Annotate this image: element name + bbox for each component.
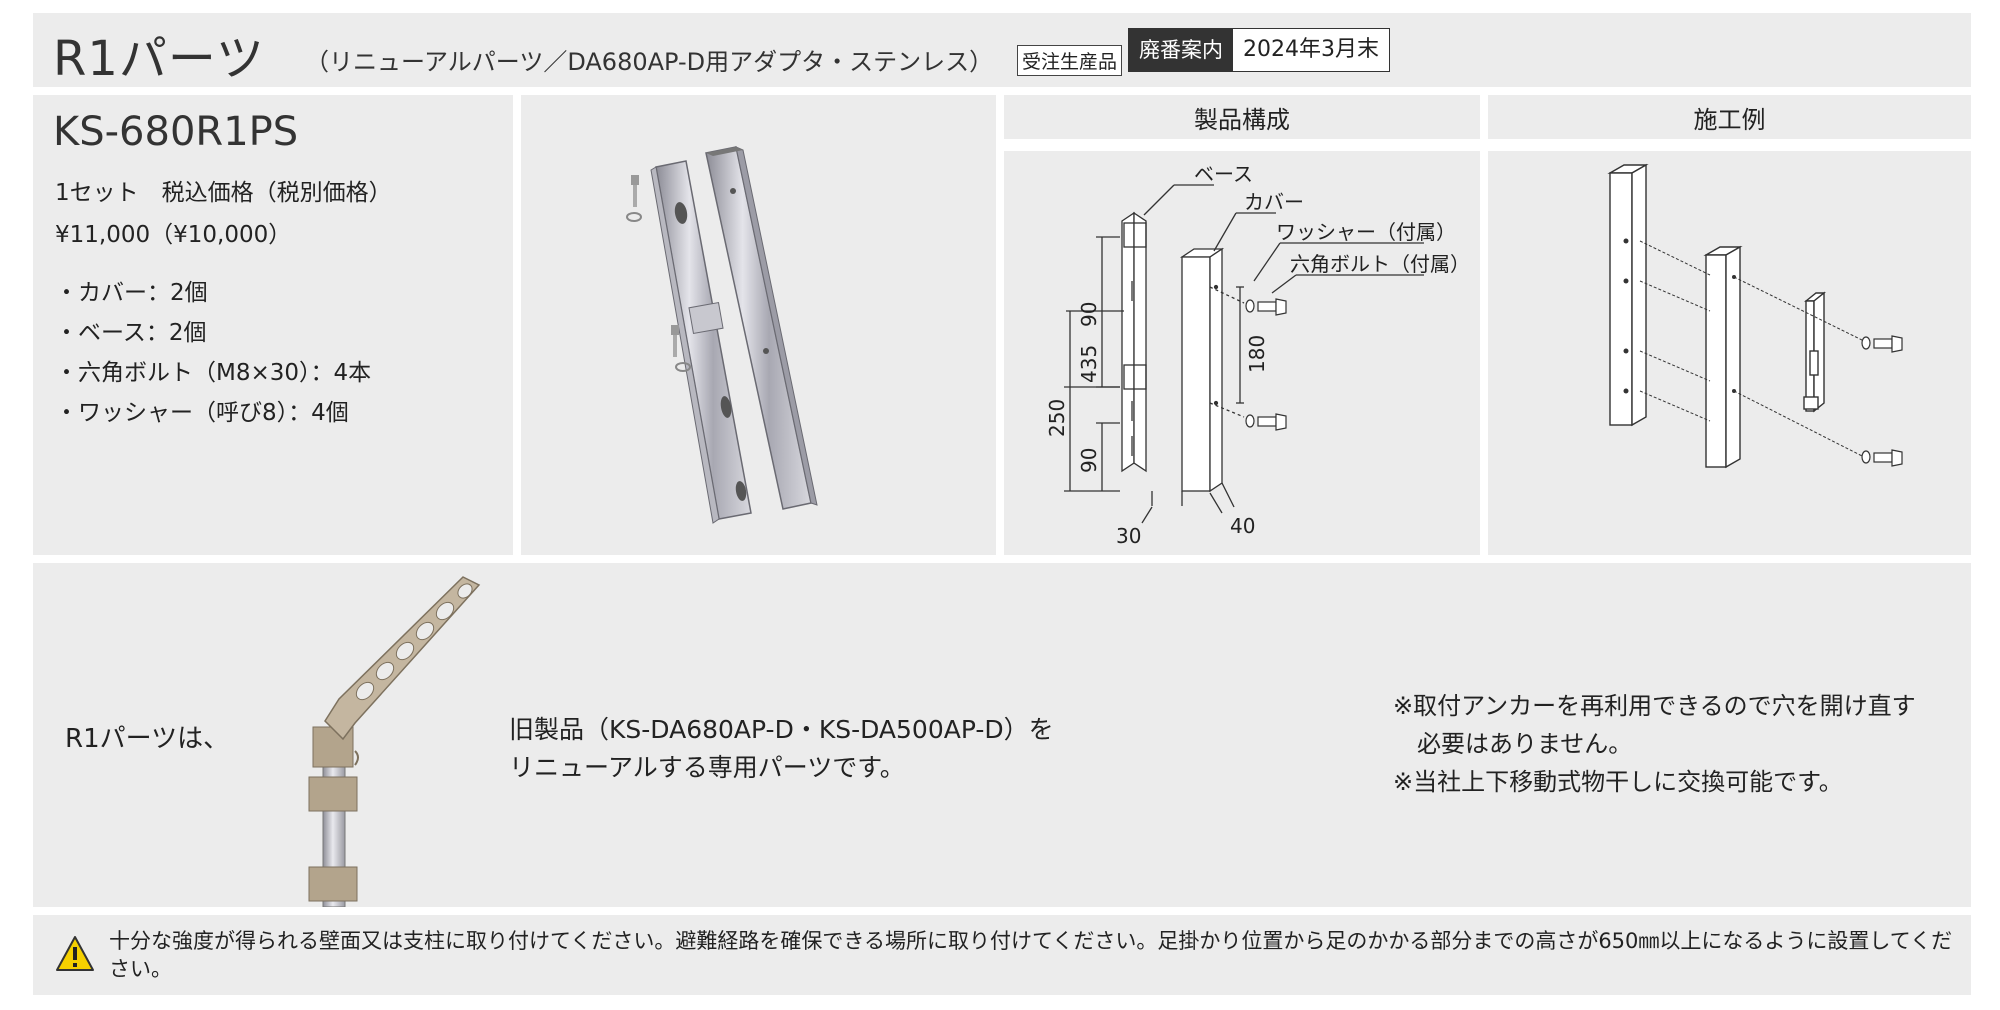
composition-heading: 製品構成 <box>1004 95 1480 145</box>
product-info-panel: KS-680R1PS 1セット 税込価格（税別価格） ¥11,000（¥10,0… <box>33 95 513 555</box>
intro-text: R1パーツは、 <box>65 724 230 754</box>
discontinued-date: 2024年3月末 <box>1233 29 1389 71</box>
price-label: 1セット 税込価格（税別価格） <box>55 180 392 206</box>
example-panel: 施工例 <box>1488 95 1971 555</box>
parts-list: ・カバー：2個 ・ベース：2個 ・六角ボルト（M8×30）：4本 ・ワッシャー（… <box>55 273 371 433</box>
bolt-icon <box>626 175 691 372</box>
warning-triangle-icon <box>56 936 94 971</box>
list-item: ・カバー：2個 <box>55 280 208 306</box>
composition-panel: 製品構成 <box>1004 95 1480 555</box>
label-washer: ワッシャー（付属） <box>1276 220 1456 244</box>
page-subtitle: （リニューアルパーツ／DA680AP-D用アダプタ・ステンレス） <box>305 48 994 76</box>
list-item: ・ワッシャー（呼び8）：4個 <box>55 400 349 426</box>
dim-90-top: 90 <box>1077 302 1101 327</box>
dim-40: 40 <box>1230 514 1255 538</box>
note-line: ※取付アンカーを再利用できるので穴を開け直す <box>1393 692 1916 720</box>
bolt-icon <box>1245 298 1287 431</box>
warning-band: 十分な強度が得られる壁面又は支柱に取り付けてください。避難経路を確保できる場所に… <box>33 915 1971 995</box>
bolt-icon <box>1861 335 1903 467</box>
description-band: R1パーツは、 旧製品（KS-DA680AP-D・KS-DA500AP-D）を <box>33 563 1971 907</box>
base-piece <box>650 160 752 524</box>
list-item: ・ベース：2個 <box>55 320 207 346</box>
composition-body: ベース カバー ワッシャー（付属） 六角ボルト（付属） 90 435 250 9… <box>1004 151 1480 555</box>
note-line: 必要はありません。 <box>1417 730 1633 758</box>
list-item: ・六角ボルト（M8×30）：4本 <box>55 360 372 386</box>
label-cover: カバー <box>1244 190 1304 214</box>
product-photo <box>626 146 818 524</box>
label-bolt: 六角ボルト（付属） <box>1290 252 1470 276</box>
composition-diagram: ベース カバー ワッシャー（付属） 六角ボルト（付属） 90 435 250 9… <box>1045 162 1470 548</box>
discontinued-notice: 廃番案内 2024年3月末 <box>1128 28 1390 72</box>
example-body <box>1488 151 1971 555</box>
cover-piece <box>705 146 818 510</box>
example-heading: 施工例 <box>1488 95 1971 145</box>
notes: ※取付アンカーを再利用できるので穴を開け直す 必要はありません。 ※当社上下移動… <box>1393 687 1916 801</box>
price-value: ¥11,000（¥10,000） <box>55 222 292 248</box>
warning-text: 十分な強度が得られる壁面又は支柱に取り付けてください。避難経路を確保できる場所に… <box>109 929 1953 981</box>
description-line: リニューアルする専用パーツです。 <box>509 753 905 782</box>
note-line: ※当社上下移動式物干しに交換可能です。 <box>1393 768 1843 796</box>
description-text: 旧製品（KS-DA680AP-D・KS-DA500AP-D）を リニューアルする… <box>509 711 1054 787</box>
installation-diagram <box>1607 163 1903 469</box>
page-title: R1パーツ <box>53 31 265 87</box>
dim-180: 180 <box>1245 335 1269 373</box>
dim-250: 250 <box>1045 399 1069 437</box>
label-base: ベース <box>1194 162 1253 186</box>
model-number: KS-680R1PS <box>53 109 299 155</box>
dim-435: 435 <box>1077 345 1101 383</box>
header-band: R1パーツ （リニューアルパーツ／DA680AP-D用アダプタ・ステンレス） 受… <box>33 13 1971 87</box>
discontinued-label: 廃番案内 <box>1129 29 1233 71</box>
description-line: 旧製品（KS-DA680AP-D・KS-DA500AP-D）を <box>509 715 1054 744</box>
product-photo-panel <box>521 95 996 555</box>
dim-30: 30 <box>1116 524 1141 548</box>
made-to-order-badge: 受注生産品 <box>1017 45 1123 76</box>
dim-90-bottom: 90 <box>1077 448 1101 473</box>
hanger-arm-photo <box>308 576 481 907</box>
